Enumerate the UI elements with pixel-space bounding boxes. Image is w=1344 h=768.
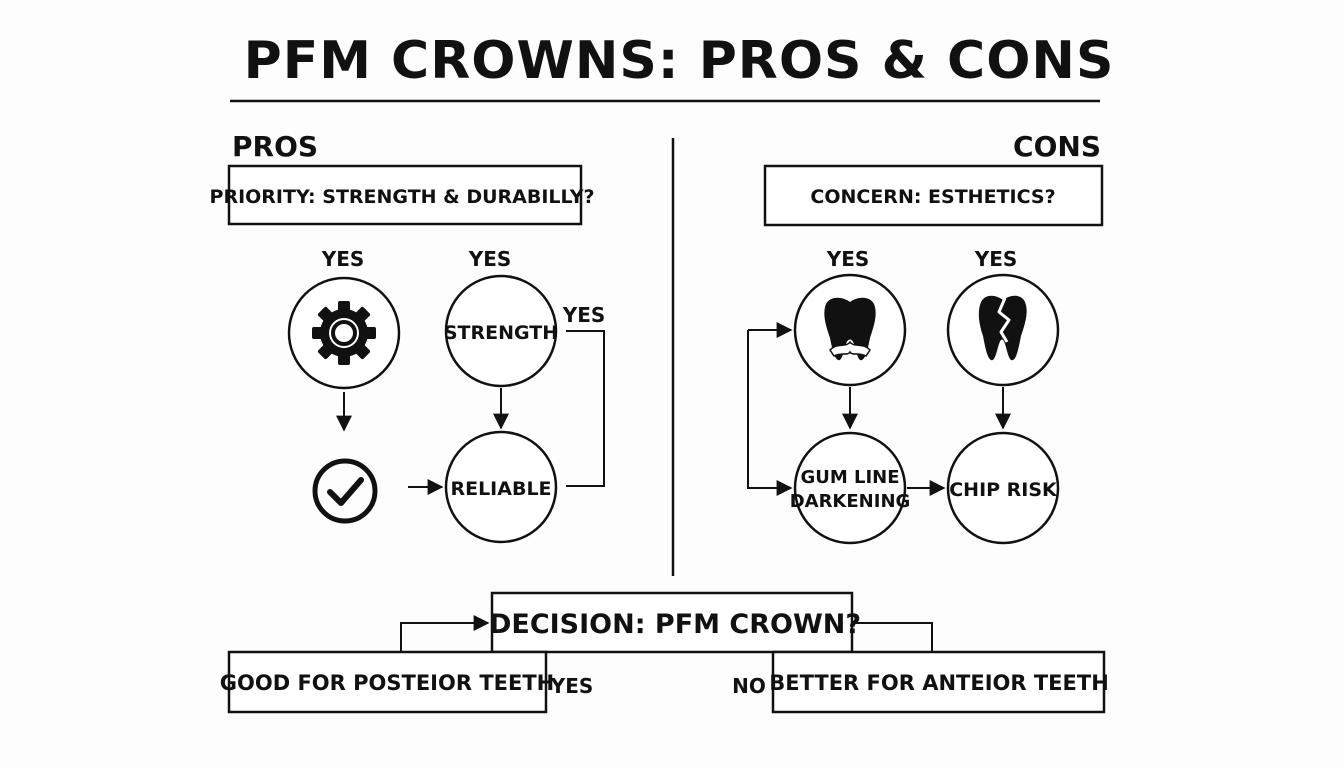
tooth-icon (824, 297, 876, 361)
page-title: PFM CROWNS: PROS & CONS (244, 31, 1115, 91)
decision-question: DECISION: PFM CROWN? (489, 609, 861, 640)
reliable-label: RELIABLE (450, 478, 551, 500)
loop-reliable-to-strength (566, 330, 605, 487)
decision-box (490, 591, 854, 654)
pros-question-box (227, 164, 583, 226)
pros-question: PRIORITY: STRENGTH & DURABILLY? (210, 186, 595, 208)
cracked-tooth-icon (978, 295, 1027, 361)
check-icon (312, 458, 378, 524)
cons-yes-cracked: YES (974, 247, 1018, 271)
gum-line-label-1: GUM LINE (800, 467, 899, 488)
connector-decision-to-right (852, 622, 933, 652)
pros-yes-strength: YES (468, 247, 512, 271)
left-outcome-label: GOOD FOR POSTEIOR TEETH (220, 671, 554, 695)
left-answer: YES (550, 674, 594, 698)
left-outcome-box (227, 650, 548, 714)
pros-yes-loop: YES (562, 303, 606, 327)
chip-risk-node (946, 431, 1060, 545)
right-outcome-box (771, 650, 1106, 714)
gum-line-label-2: DARKENING (790, 491, 911, 512)
right-answer: NO (732, 674, 766, 698)
gum-line-node (793, 431, 907, 545)
loop-left-to-tooth (747, 330, 793, 496)
pros-yes-gear: YES (321, 247, 365, 271)
strength-node (444, 274, 558, 388)
right-outcome-label: BETTER FOR ANTEIOR TEETH (769, 671, 1109, 695)
chip-risk-label: CHIP RISK (949, 479, 1058, 501)
gear-icon (312, 301, 376, 365)
arrow-left-to-decision (400, 615, 490, 652)
cons-heading: CONS (1013, 130, 1101, 163)
cons-yes-tooth: YES (826, 247, 870, 271)
cons-question-box (763, 164, 1104, 227)
reliable-node (444, 430, 558, 544)
cons-question: CONCERN: ESTHETICS? (810, 186, 1055, 208)
pros-heading: PROS (232, 130, 318, 163)
strength-label: STRENGTH (444, 322, 558, 344)
